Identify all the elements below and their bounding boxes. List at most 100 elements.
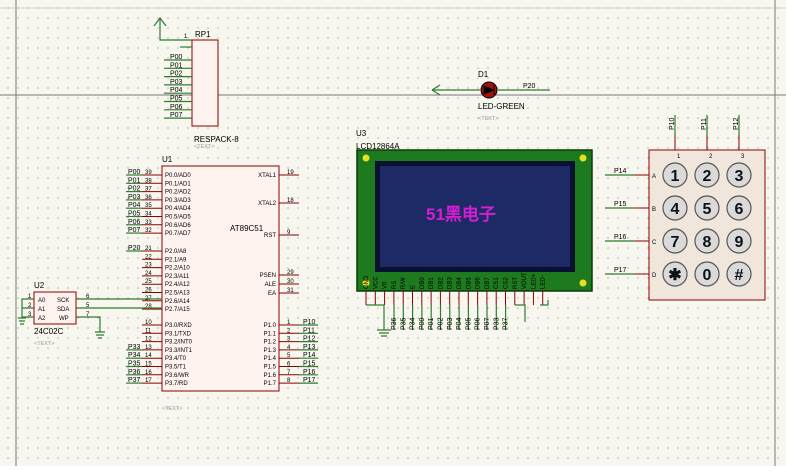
- keypad-col-net: P10: [669, 117, 676, 130]
- u1-pin-number: 30: [287, 279, 294, 285]
- u1-net-label: P07: [128, 227, 141, 234]
- u1-net-label: P37: [128, 377, 141, 384]
- u1-pin-name: P2.6/A14: [165, 299, 190, 305]
- u1-net-label: P01: [128, 177, 141, 184]
- keypad-key-label: 0: [703, 267, 712, 284]
- u2-pinno-2: 2: [28, 303, 32, 309]
- u1-pin-name: P1.0: [264, 323, 277, 329]
- keypad-row-net: P17: [614, 267, 627, 274]
- u1-net-label: P00: [128, 169, 141, 176]
- keypad-key-label: ✱: [668, 267, 681, 284]
- u1-pin-number: 33: [145, 220, 152, 226]
- lcd-net-label: P36: [391, 317, 398, 330]
- keypad-key-label: 8: [703, 234, 712, 251]
- keypad-key[interactable]: [662, 261, 688, 287]
- u1-pin-name: P1.2: [264, 340, 277, 346]
- u1-pin-name: P0.7/AD7: [165, 231, 191, 237]
- u1-net-label: P12: [303, 336, 316, 343]
- u1-pin-number: 31: [287, 288, 294, 294]
- lcd-pin-label: DB3: [448, 277, 454, 289]
- keypad-key[interactable]: [694, 228, 720, 254]
- keypad-key[interactable]: [726, 261, 752, 287]
- u1-net-label: P36: [128, 369, 141, 376]
- rp1-respack[interactable]: RP1 1 RESPACK-8 <TEXT> P00P01P02P03P04P0…: [153, 17, 239, 150]
- d1-led[interactable]: D1 LED-GREEN <TEXT> P20: [431, 70, 550, 122]
- u1-net-label: P16: [303, 369, 316, 376]
- keypad-key[interactable]: [726, 195, 752, 221]
- u1-pin-name: P3.0/RXD: [165, 323, 192, 329]
- u1-pin-name: P1.3: [264, 348, 277, 354]
- keypad-key-label: 4: [671, 201, 680, 218]
- lcd-net-label: P05: [465, 317, 472, 330]
- keypad-key[interactable]: [726, 228, 752, 254]
- keypad-key[interactable]: [726, 162, 752, 188]
- u1-net-label: P03: [128, 194, 141, 201]
- rp1-net-label: P05: [170, 96, 183, 103]
- keypad-key[interactable]: [694, 162, 720, 188]
- lcd-wire: [515, 304, 526, 322]
- u1-pin-number: 7: [287, 370, 291, 376]
- u1-pin-number: 35: [145, 203, 152, 209]
- lcd-net-label: P03: [447, 317, 454, 330]
- lcd-ground-icon: [377, 329, 391, 337]
- u1-net-label: P05: [128, 211, 141, 218]
- u3-part: LCD12864A: [356, 142, 400, 151]
- keypad-col-number: 1: [677, 154, 681, 160]
- lcd-wire: [540, 300, 549, 306]
- lcd-screw-icon: [579, 154, 587, 162]
- u2-eeprom[interactable]: U2 24C02C <TEXT> A0 A1 A2 SCK SDA WP 1 2…: [18, 281, 162, 347]
- u1-pin-number: 28: [145, 304, 152, 310]
- lcd-pin-label: GND: [364, 275, 370, 289]
- keypad-row-letter: D: [652, 273, 657, 279]
- keypad-key-label: 7: [671, 234, 680, 251]
- u1-net-label: P11: [303, 327, 315, 334]
- keypad-key[interactable]: [694, 195, 720, 221]
- u1-net-label: P17: [303, 377, 316, 384]
- keypad-row-net: P16: [614, 234, 627, 241]
- u2-pin-a2: A2: [38, 316, 46, 322]
- u1-pin-name: P3.7/RD: [165, 381, 188, 387]
- u1-pin-number: 6: [287, 362, 291, 368]
- d1-part: LED-GREEN: [478, 102, 525, 111]
- u1-pin-number: 36: [145, 195, 152, 201]
- keypad-key-label: 3: [735, 168, 744, 185]
- u1-pin-number: 1: [287, 320, 291, 326]
- u1-pin-number: 14: [145, 353, 152, 359]
- u1-pin-name: P0.2/AD2: [165, 190, 191, 196]
- u2-pin-wp: WP: [59, 316, 69, 322]
- u2-text-placeholder: <TEXT>: [34, 341, 54, 347]
- rp1-ref: RP1: [195, 30, 211, 39]
- u1-pin-name: P1.7: [264, 381, 277, 387]
- u1-net-label: P02: [128, 186, 141, 193]
- keypad-key[interactable]: [662, 228, 688, 254]
- u1-pin-name: RST: [264, 233, 276, 239]
- u1-pin-name: P0.0/AD0: [165, 173, 191, 179]
- u2-pin-a1: A1: [38, 307, 46, 313]
- keypad-key[interactable]: [694, 261, 720, 287]
- u1-pin-name: P0.1/AD1: [165, 181, 191, 187]
- lcd-pin-label: DB0: [420, 277, 426, 289]
- u1-pin-name: XTAL2: [258, 201, 277, 207]
- u1-pin-name: P3.6/WR: [165, 373, 190, 379]
- lcd-pin-label: DB6: [476, 277, 482, 289]
- u2-pin-sck: SCK: [57, 298, 69, 304]
- u1-pin-name: P3.5/T1: [165, 365, 187, 371]
- u1-pin-number: 34: [145, 212, 152, 218]
- u1-pin-number: 9: [287, 230, 291, 236]
- u1-pin-number: 17: [145, 378, 152, 384]
- keypad-key[interactable]: [662, 195, 688, 221]
- lcd-pin-label: DB7: [485, 277, 491, 289]
- keypad-key[interactable]: [662, 162, 688, 188]
- u1-pin-number: 26: [145, 288, 152, 294]
- lcd-net-label: P04: [456, 317, 463, 330]
